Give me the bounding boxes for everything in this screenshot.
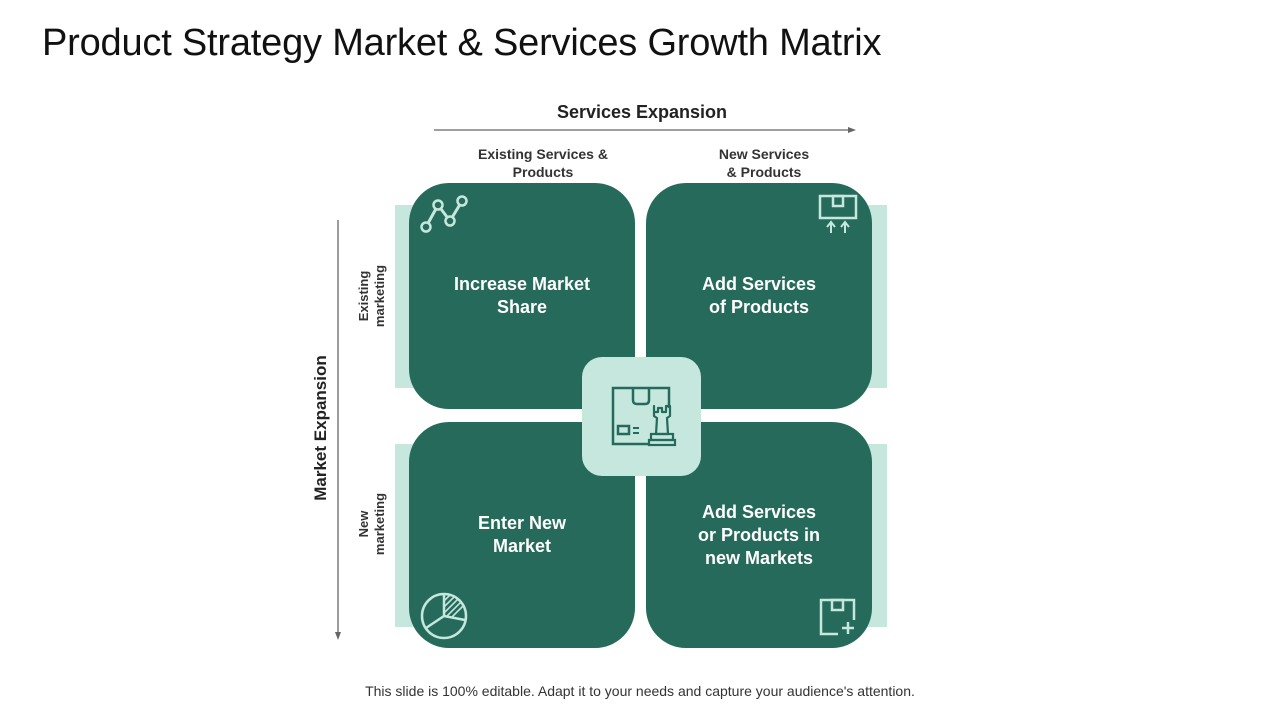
market-expansion-arrow (335, 220, 341, 640)
pie-chart-icon (420, 592, 468, 640)
footer-note: This slide is 100% editable. Adapt it to… (365, 683, 915, 699)
column-header-existing-services: Existing Services & Products (478, 146, 608, 180)
quadrant-label: Add Services of Products (701, 274, 817, 317)
quadrant-label: Increase Market Share (453, 274, 591, 317)
box-upload-icon (818, 194, 858, 233)
line-chart-icon (420, 195, 468, 233)
box-add-icon (819, 598, 856, 636)
services-expansion-label: Services Expansion (556, 102, 728, 122)
quadrant-label: Add Services or Products in new Markets (697, 501, 820, 568)
box-chess-rook-icon (611, 386, 676, 446)
quadrant-label: Enter New Market (477, 513, 567, 556)
market-expansion-label: Market Expansion (311, 355, 330, 501)
page-title: Product Strategy Market & Services Growt… (42, 22, 882, 64)
row-header-new-marketing: New marketing (356, 492, 387, 556)
services-expansion-arrow (434, 127, 856, 133)
row-header-existing-marketing: Existing marketing (356, 264, 387, 328)
column-header-new-services: New Services & Products (718, 146, 810, 180)
center-strategy-box (582, 357, 701, 476)
